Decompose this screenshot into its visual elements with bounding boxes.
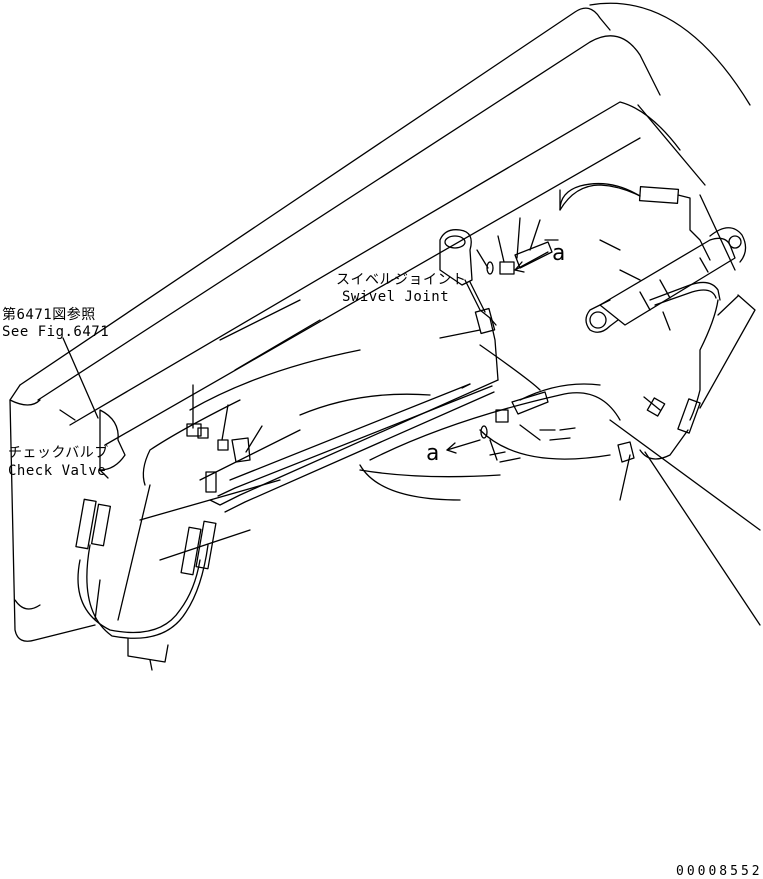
fittings-upper <box>486 184 641 275</box>
fittings-left <box>186 423 251 493</box>
callout-arrows <box>446 251 549 454</box>
hydraulic-cylinder <box>585 227 747 333</box>
swivel-joint-label-jp: スイベルジョイント <box>336 272 467 288</box>
swivel-joint-label-en: Swivel Joint <box>342 289 450 305</box>
check-valve-label-en: Check Valve <box>8 463 107 479</box>
callout-a-lower: a <box>426 441 440 466</box>
check-valve-label-jp: チェックバルブ <box>8 445 109 461</box>
reference-figure-label-jp: 第6471図参照 <box>2 307 96 323</box>
leader-lines <box>62 217 756 501</box>
cylinder-hose <box>559 182 719 460</box>
drawing-number: 00008552 <box>676 864 763 879</box>
callout-a-upper: a <box>552 241 566 266</box>
swivel-joint-assembly <box>209 229 499 513</box>
reference-figure-label-en: See Fig.6471 <box>2 324 110 340</box>
frame-outline <box>9 2 761 642</box>
hose-set <box>75 409 217 671</box>
fittings-lower <box>480 391 666 463</box>
